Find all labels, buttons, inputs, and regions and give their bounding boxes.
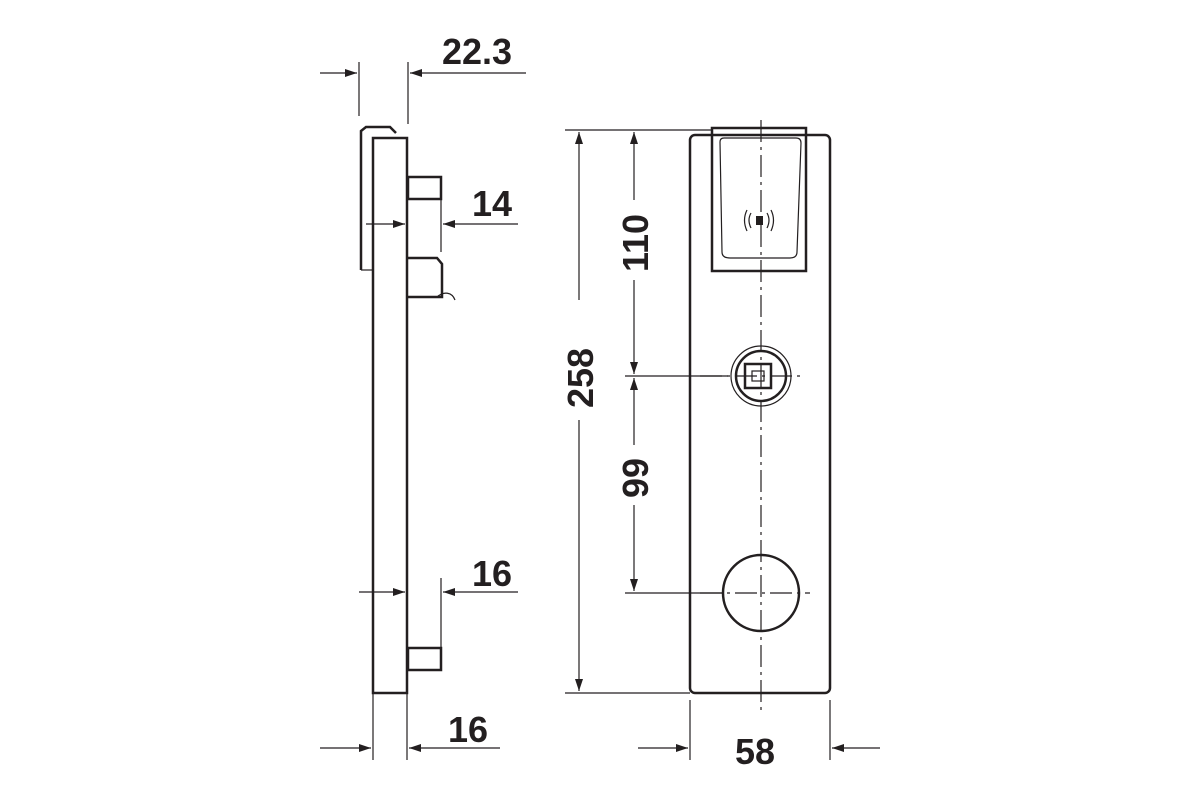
dim-plate-label: 16 xyxy=(448,709,488,750)
side-view: 22.3 14 16 16 xyxy=(320,31,526,760)
front-view: 258 110 99 58 xyxy=(560,120,880,772)
dim-reader-to-cylinder-label: 110 xyxy=(615,214,656,272)
rfid-wireless-icon xyxy=(743,209,775,232)
dim-pin-lower-label: 16 xyxy=(472,553,512,594)
top-pin xyxy=(406,175,443,201)
front-plate xyxy=(688,133,832,695)
dim-width-label: 58 xyxy=(735,731,775,772)
dim-cylinder-to-knob-label: 99 xyxy=(615,458,656,498)
dim-pin-upper-label: 14 xyxy=(472,183,512,224)
dim-depth-label: 22.3 xyxy=(442,31,512,72)
hook-tip xyxy=(436,292,456,301)
bottom-pin xyxy=(406,646,443,672)
cap-outline xyxy=(359,125,397,270)
reader-inner-frame xyxy=(719,137,802,259)
side-plate xyxy=(371,136,409,695)
hook-body xyxy=(408,256,444,299)
reader-housing xyxy=(710,126,808,273)
dim-total-height-label: 258 xyxy=(560,348,601,408)
